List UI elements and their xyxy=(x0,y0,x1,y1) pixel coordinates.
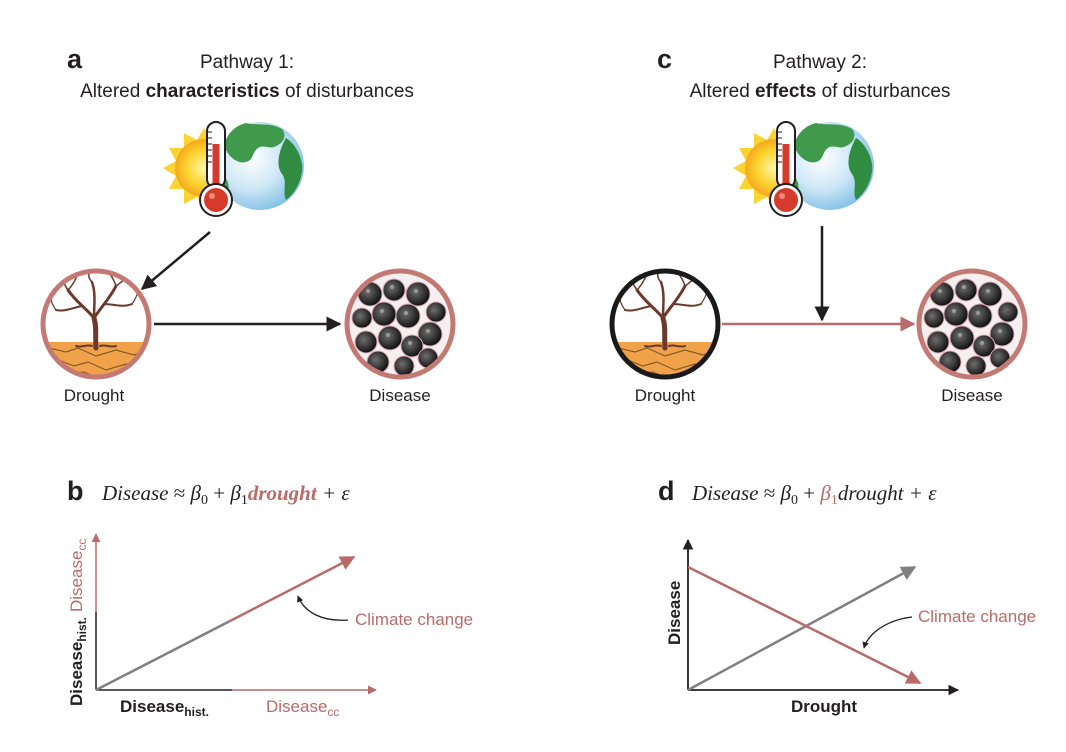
panel-b-x-label-hist: Diseasehist. xyxy=(120,697,209,719)
panel-d-x-label: Drought xyxy=(791,697,857,716)
panel-d: d Disease ≈ β0 + β1drought + ε Climate c… xyxy=(658,476,1036,716)
panel-b-equation: Disease ≈ β0 + β1drought + ε xyxy=(101,481,350,508)
panel-b-hist-line xyxy=(95,619,231,692)
panel-c-title-line1: Pathway 2: xyxy=(773,52,867,73)
panel-d-hist-line xyxy=(687,565,917,692)
drought-node-a xyxy=(40,268,152,380)
panel-b-y-label-cc: Diseasecc xyxy=(67,539,89,612)
panel-a-title-line1: Pathway 1: xyxy=(200,52,294,73)
panel-d-cc-line xyxy=(687,565,922,685)
panel-d-equation: Disease ≈ β0 + β1drought + ε xyxy=(691,481,937,508)
disease-label-a: Disease xyxy=(369,386,430,405)
disease-node-c xyxy=(916,268,1028,380)
panel-c-title-line2: Altered effects of disturbances xyxy=(690,81,951,102)
arrow-climate-to-drought xyxy=(140,231,211,290)
drought-label-c: Drought xyxy=(635,386,696,405)
panel-a-letter: a xyxy=(67,44,83,74)
panel-b-letter: b xyxy=(67,476,84,506)
drought-label-a: Drought xyxy=(64,386,125,405)
panel-b-annotation-arrow xyxy=(297,595,349,621)
panel-d-y-label: Disease xyxy=(665,581,684,645)
panel-d-annotation: Climate change xyxy=(918,607,1036,626)
panel-b-y-label-hist: Diseasehist. xyxy=(67,617,89,706)
panel-d-annotation-arrow xyxy=(862,616,913,649)
panel-b-annotation: Climate change xyxy=(355,610,473,629)
drought-node-c xyxy=(609,268,721,380)
panel-c-letter: c xyxy=(657,44,672,74)
panel-d-letter: d xyxy=(658,476,675,506)
climate-icon-c xyxy=(732,121,875,217)
panel-b-x-label-cc: Diseasecc xyxy=(266,697,339,719)
panel-a-title-line2: Altered characteristics of disturbances xyxy=(80,81,414,102)
panel-a: a Pathway 1: Altered characteristics of … xyxy=(40,44,456,405)
panel-b: b Disease ≈ β0 + β1drought + ε Climate c… xyxy=(67,476,473,719)
climate-icon-a xyxy=(162,121,305,217)
panel-b-cc-line xyxy=(229,555,356,623)
panel-c: c Pathway 2: Altered effects of disturba… xyxy=(609,44,1028,405)
disease-node-a xyxy=(344,268,456,380)
disease-label-c: Disease xyxy=(941,386,1002,405)
